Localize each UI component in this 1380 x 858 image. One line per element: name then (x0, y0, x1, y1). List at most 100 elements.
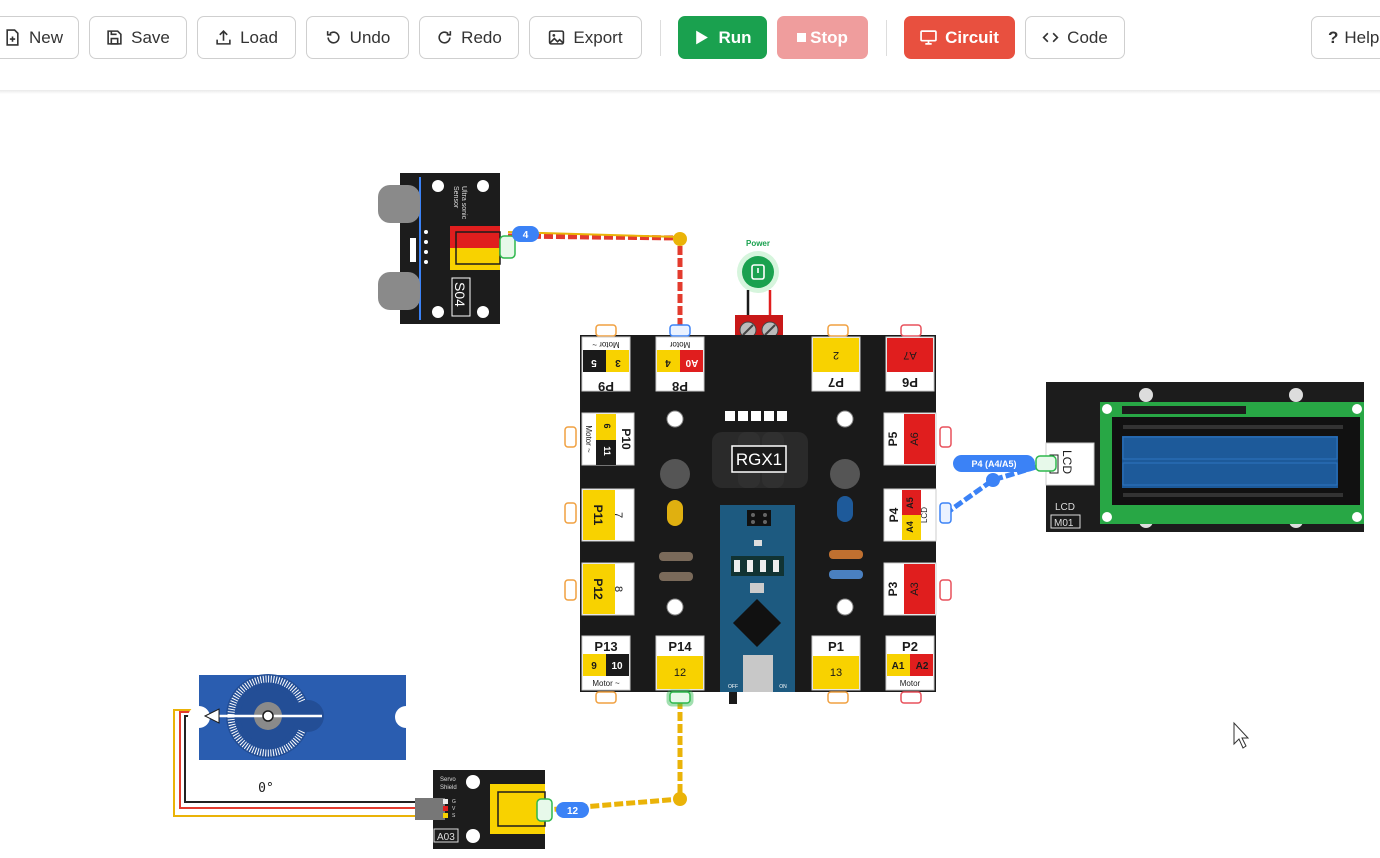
p7-pin: 2 (833, 349, 839, 361)
wire-joint[interactable] (673, 792, 687, 806)
port-p4[interactable]: A4 A5 P4 LCD (883, 488, 937, 542)
circuit-button[interactable]: Circuit (904, 16, 1015, 59)
port-p14[interactable]: P14 12 (655, 635, 705, 691)
port-p7[interactable]: 2 P7 (811, 336, 861, 392)
wire-p4-to-lcd[interactable] (943, 461, 1047, 517)
pin-badge (556, 802, 589, 818)
p8-pin-a: A0 (685, 357, 698, 368)
port-p10[interactable]: 6 11 P10 Motor ~ (581, 412, 635, 466)
p12-pin: 8 (612, 586, 624, 592)
connector-yellow-band (450, 248, 500, 270)
port-p1[interactable]: P1 13 (811, 635, 861, 691)
circuit-canvas[interactable]: Ultra sonic Sensor S04 4 Power (0, 94, 1380, 858)
port-p6[interactable]: A7 P6 (885, 336, 935, 392)
servo-pin-g: G (452, 799, 456, 805)
p4-sub: LCD (920, 507, 929, 523)
toolbar-separator (886, 20, 887, 56)
port-p13[interactable]: 9 10 P13 Motor ~ (581, 635, 631, 691)
question-mark-icon: ? (1328, 27, 1339, 47)
port-connector-tabs (564, 324, 952, 704)
servo-plug (415, 798, 445, 820)
servo-arrow-icon (203, 708, 220, 724)
wire-ultrasonic-to-p8[interactable] (507, 231, 687, 330)
port-p11[interactable]: 7 P11 (581, 488, 635, 542)
port-p9[interactable]: 3 5 P9 Motor ~ (581, 336, 631, 394)
p13-sub: Motor ~ (592, 679, 620, 688)
p1-pin: 13 (830, 667, 842, 679)
power-plug-icon (751, 264, 765, 280)
code-brackets-icon (1042, 32, 1059, 43)
export-button[interactable]: Export (529, 16, 642, 59)
monitor-icon (920, 30, 937, 45)
new-file-icon (6, 29, 19, 46)
port-p2[interactable]: A1 A2 P2 Motor (885, 635, 935, 691)
run-button[interactable]: Run (678, 16, 767, 59)
save-label: Save (131, 27, 170, 47)
port-p3[interactable]: A3 P3 (883, 562, 937, 616)
servo-motor[interactable]: 0° (188, 674, 417, 796)
p3-name: P3 (886, 581, 900, 596)
p4-pin-a: A4 (905, 521, 915, 533)
pin-badge (953, 455, 1035, 472)
port-p5[interactable]: A6 P5 (883, 412, 937, 466)
p8-pin-b: 4 (665, 357, 671, 368)
new-button[interactable]: New (0, 16, 79, 59)
save-button[interactable]: Save (89, 16, 187, 59)
p7-name: P7 (828, 375, 844, 390)
p10-name: P10 (619, 428, 633, 450)
p11-pin: 7 (612, 512, 624, 518)
undo-button[interactable]: Undo (306, 16, 409, 59)
help-button[interactable]: ? Help (1311, 16, 1380, 59)
wire-joint[interactable] (673, 232, 687, 246)
toolbar-separator (660, 20, 661, 56)
crystal (410, 238, 416, 262)
lcd-pin-badge: P4 (A4/A5) (971, 459, 1016, 469)
load-button[interactable]: Load (197, 16, 296, 59)
board-name: RGX1 (736, 450, 782, 469)
p8-sub: Motor (669, 340, 690, 349)
connector-port[interactable] (536, 798, 553, 822)
redo-button[interactable]: Redo (419, 16, 519, 59)
pin-badge (512, 226, 539, 242)
p2-name: P2 (902, 639, 918, 654)
p5-pin: A6 (909, 432, 921, 445)
ultrasonic-id: S04 (452, 282, 468, 307)
wire-joint[interactable] (986, 473, 1000, 487)
wire-p14-to-servo-shield[interactable] (545, 700, 687, 813)
help-label: Help (1344, 27, 1380, 47)
servo-shield-title-2: Shield (440, 785, 457, 791)
p4-pin-b: A5 (905, 497, 915, 509)
ultrasonic-sensor-module[interactable]: Ultra sonic Sensor S04 4 (378, 173, 539, 324)
servo-shield-title-1: Servo (440, 777, 456, 783)
code-label: Code (1067, 27, 1108, 47)
p13-pin-a: 9 (591, 661, 597, 672)
active-port-highlight (666, 689, 694, 707)
stop-button[interactable]: Stop (777, 16, 868, 59)
p10-pin-a: 6 (602, 423, 612, 428)
port-p12[interactable]: 8 P12 (581, 562, 635, 616)
lcd-id: M01 (1054, 518, 1074, 529)
connector-port[interactable] (1035, 455, 1057, 472)
p10-sub: Motor ~ (584, 425, 593, 453)
lcd-module[interactable]: LCD LCD M01 P4 (A4/A5) (953, 382, 1364, 532)
redo-label: Redo (461, 27, 502, 47)
ultrasonic-title-2: Sensor (452, 186, 459, 209)
ultrasonic-transducer (378, 185, 420, 223)
redo-icon (438, 31, 452, 44)
connector-port[interactable] (499, 235, 516, 259)
stop-label: Stop (810, 27, 848, 47)
code-button[interactable]: Code (1025, 16, 1125, 59)
servo-pin-v: V (452, 806, 456, 812)
undo-icon (326, 31, 340, 44)
port-p8[interactable]: A0 4 P8 Motor (655, 336, 705, 394)
new-label: New (28, 27, 63, 47)
load-label: Load (240, 27, 278, 47)
p10-pin-b: 11 (602, 446, 612, 456)
servo-shield-module[interactable]: Servo Shield G V S A03 12 (415, 770, 589, 849)
mouse-cursor-icon (1233, 721, 1250, 749)
p12-name: P12 (591, 578, 605, 600)
p9-name: P9 (598, 379, 614, 394)
p2-pin-a: A1 (892, 661, 905, 672)
p11-name: P11 (591, 505, 605, 526)
rgx1-board[interactable]: 3 5 P9 Motor ~ A0 4 P8 Motor 2 P7 (564, 324, 952, 707)
